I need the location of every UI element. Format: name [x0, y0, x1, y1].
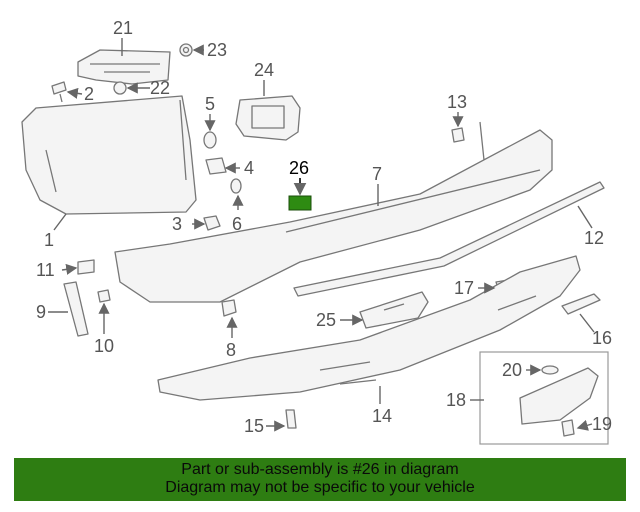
callout-17: 17 — [454, 278, 474, 298]
callout-3: 3 — [172, 214, 182, 234]
part-18-inset — [479, 351, 609, 445]
part-23-nut — [179, 43, 193, 57]
callout-2: 2 — [84, 84, 94, 104]
callout-9: 9 — [36, 302, 46, 322]
part-5-grommet — [203, 131, 217, 149]
callout-12: 12 — [584, 228, 604, 248]
callout-5: 5 — [205, 94, 215, 114]
leader-lines — [48, 38, 595, 432]
part-10-screw — [97, 289, 111, 303]
parts-diagram: 21 23 2 22 24 5 13 4 26 7 3 6 1 12 11 17… — [21, 18, 612, 445]
part-8-nut — [221, 299, 237, 317]
part-24-module — [235, 95, 301, 141]
part-4-bracket — [205, 157, 227, 175]
callout-14: 14 — [372, 406, 392, 426]
callout-10: 10 — [94, 336, 114, 356]
callout-13: 13 — [447, 92, 467, 112]
part-2-screw — [51, 81, 67, 103]
callout-22: 22 — [150, 78, 170, 98]
info-banner: Part or sub-assembly is #26 in diagram D… — [14, 458, 626, 501]
callout-7: 7 — [372, 164, 382, 184]
banner-line-1: Part or sub-assembly is #26 in diagram — [181, 461, 459, 478]
part-13-bolt — [451, 127, 465, 143]
callout-11: 11 — [36, 260, 55, 280]
callout-21: 21 — [113, 18, 133, 38]
callout-19: 19 — [592, 414, 612, 434]
callout-15: 15 — [244, 416, 264, 436]
callout-24: 24 — [254, 60, 274, 80]
part-15-bolt — [285, 409, 297, 429]
callout-labels: 21 23 2 22 24 5 13 4 26 7 3 6 1 12 11 17… — [36, 18, 612, 436]
callout-1: 1 — [44, 230, 54, 250]
part-6-washer — [230, 178, 242, 194]
part-22-clip — [113, 81, 127, 95]
callout-4: 4 — [244, 158, 254, 178]
callout-20: 20 — [502, 360, 522, 380]
part-16-trim — [561, 293, 601, 315]
callout-25: 25 — [316, 310, 336, 330]
callout-8: 8 — [226, 340, 236, 360]
part-21-bracket — [77, 49, 171, 85]
part-9-bracket — [63, 281, 89, 337]
part-11-clip — [77, 259, 95, 275]
part-14-lower-valance — [157, 255, 581, 401]
part-12-trim-strip — [293, 181, 605, 297]
callout-23: 23 — [207, 40, 227, 60]
callout-6: 6 — [232, 214, 242, 234]
part-7-bumper-cover — [114, 121, 553, 303]
callout-18: 18 — [446, 390, 466, 410]
banner-line-2: Diagram may not be specific to your vehi… — [165, 479, 475, 496]
part-1-side-panel — [21, 95, 197, 215]
part-3-nut — [203, 215, 221, 231]
callout-16: 16 — [592, 328, 612, 348]
part-25-reflector — [359, 291, 429, 329]
part-26-highlighted — [288, 195, 312, 211]
callout-26: 26 — [289, 158, 309, 178]
